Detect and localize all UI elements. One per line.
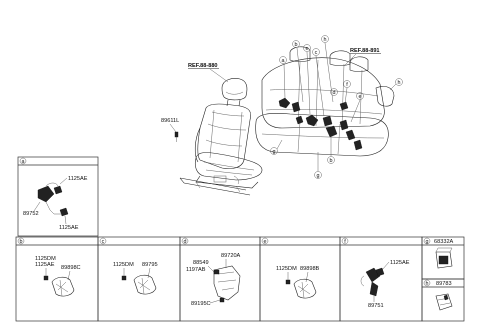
svg-text:68332A: 68332A [434, 239, 454, 245]
svg-text:h: h [398, 80, 401, 86]
ref-rear: REF.88-891 [343, 48, 381, 67]
main-callouts: a b e c h d f e h g g b [270, 35, 403, 179]
svg-text:89611L: 89611L [161, 118, 179, 124]
svg-text:c: c [102, 239, 105, 245]
svg-text:b: b [295, 42, 298, 48]
svg-text:g: g [317, 173, 320, 179]
svg-text:h: h [324, 37, 327, 43]
svg-text:1125AE: 1125AE [390, 260, 410, 266]
svg-text:b: b [330, 158, 333, 164]
panel-g: g 68332A [421, 236, 465, 280]
panel-d: d 88549 1197AB 89720A 89195C [179, 236, 261, 322]
svg-text:89783: 89783 [436, 281, 452, 287]
svg-text:d: d [184, 239, 187, 245]
panel-h: h 89783 [421, 278, 465, 322]
svg-text:89195C: 89195C [191, 301, 211, 307]
svg-text:h: h [426, 281, 429, 287]
svg-text:e: e [306, 46, 309, 52]
svg-text:e: e [264, 239, 267, 245]
svg-text:a: a [22, 159, 25, 165]
part-89611l: 89611L [161, 118, 179, 142]
panel-f: f 1125AE 89751 [339, 236, 423, 322]
svg-text:89898C: 89898C [61, 265, 81, 271]
svg-text:e: e [359, 94, 362, 100]
panel-a: a 1125AE 89752 1125AE [17, 156, 99, 237]
svg-text:89720A: 89720A [221, 253, 241, 259]
svg-text:1125AE: 1125AE [68, 176, 88, 182]
svg-text:89752: 89752 [23, 211, 39, 217]
svg-text:1197AB: 1197AB [186, 267, 206, 273]
svg-text:b: b [20, 239, 23, 245]
svg-text:1125DM: 1125DM [35, 256, 56, 262]
panel-e: e 1125DM 89898B [259, 236, 341, 322]
front-seat-drawing [179, 78, 263, 196]
svg-text:REF.88-880: REF.88-880 [188, 63, 218, 69]
svg-text:a: a [282, 58, 285, 64]
rear-seat-drawing [255, 46, 395, 157]
svg-text:89751: 89751 [368, 303, 384, 309]
svg-text:c: c [315, 50, 318, 56]
svg-text:89898B: 89898B [300, 266, 320, 272]
panel-b: b 1125DM 1125AE 89898C [15, 236, 99, 322]
svg-text:REF.88-891: REF.88-891 [350, 48, 380, 54]
ref-front: REF.88-880 [188, 63, 229, 83]
svg-text:89795: 89795 [142, 262, 158, 268]
svg-text:88549: 88549 [193, 260, 209, 266]
svg-text:f: f [346, 82, 348, 88]
svg-text:1125AE: 1125AE [35, 262, 55, 268]
svg-text:g: g [426, 239, 429, 245]
svg-text:g: g [273, 149, 276, 155]
panel-c: c 1125DM 89795 [97, 236, 181, 322]
svg-text:d: d [333, 90, 336, 96]
svg-text:1125AE: 1125AE [59, 225, 79, 231]
svg-text:1125DM: 1125DM [276, 266, 297, 272]
svg-text:f: f [344, 239, 346, 245]
svg-text:1125DM: 1125DM [113, 262, 134, 268]
